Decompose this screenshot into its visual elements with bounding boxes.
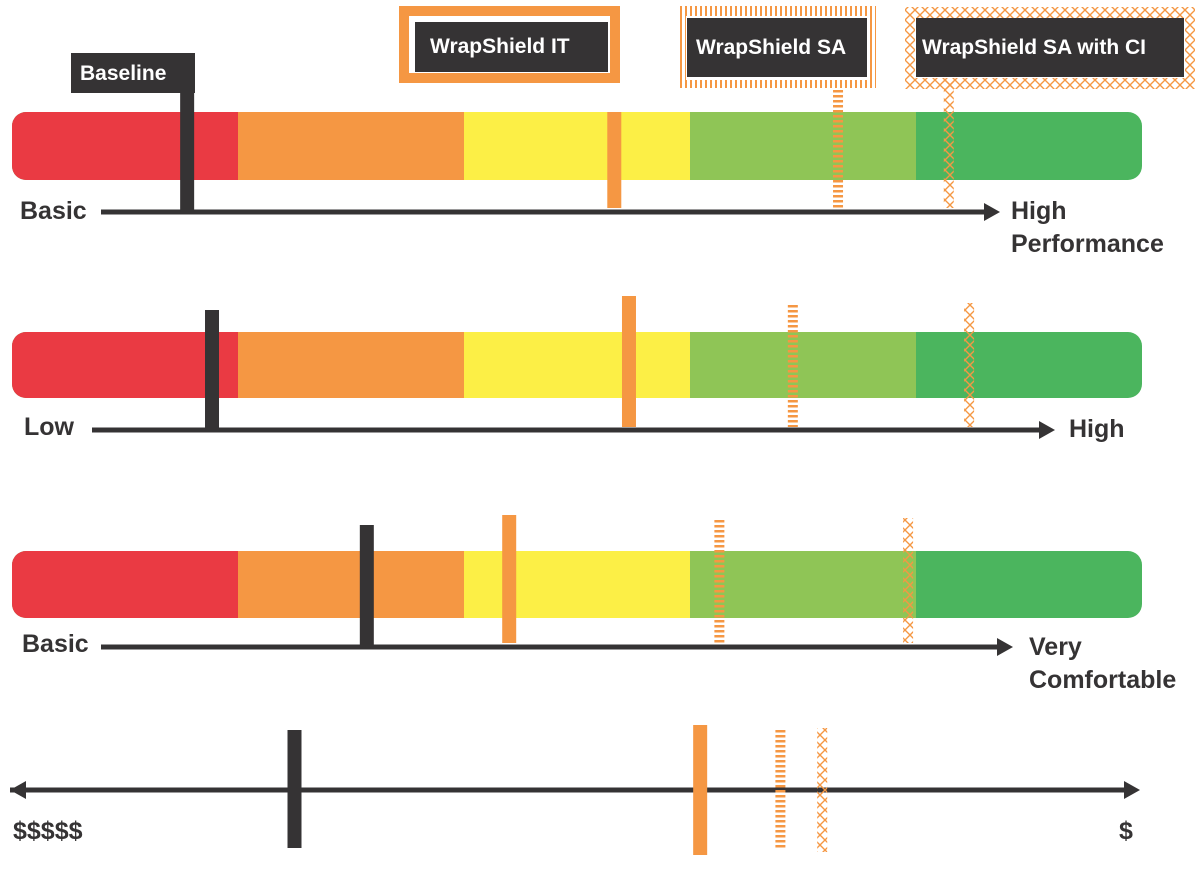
- scale-3-marker-wrapshield-sa: [714, 518, 725, 643]
- scale-1-right-label-line1: High: [1011, 197, 1067, 225]
- scale-3-right-label-line2: Comfortable: [1029, 666, 1177, 694]
- legend-baseline-label: Baseline: [80, 62, 167, 85]
- scale-2-marker-wrapshield-sa: [787, 303, 798, 427]
- scale-3-right-label-line1: Very: [1029, 633, 1082, 661]
- scale-1-segment-light-green: [690, 112, 916, 180]
- scale-2-marker-wrapshield-it: [621, 296, 636, 427]
- scale-1-marker-wrapshield-it: [607, 112, 622, 208]
- scale-1-marker-baseline: [180, 90, 195, 212]
- scale-2-right-label: High: [1069, 415, 1125, 443]
- scale-2-left-label: Low: [24, 413, 74, 441]
- scale-1-marker-wrapshield-sa-ci: [943, 80, 954, 208]
- scale-4-marker-baseline: [287, 730, 302, 848]
- legend-wrapshield-sa-ci-label: WrapShield SA with CI: [922, 36, 1147, 59]
- legend-tag-wrapshield-it: WrapShield IT: [415, 22, 608, 72]
- scale-4-left-label: $$$$$: [13, 817, 83, 845]
- legend-tag-wrapshield-sa-ci: WrapShield SA with CI: [916, 18, 1184, 77]
- scale-4-marker-wrapshield-sa: [775, 728, 786, 850]
- scale-3-segment-orange: [238, 551, 464, 618]
- scale-3-arrow-right: [997, 638, 1013, 656]
- scale-1-segment-red-fill: [32, 112, 238, 180]
- scale-2-segment-red-fill: [32, 332, 238, 398]
- legend-wrapshield-sa-label: WrapShield SA: [696, 36, 847, 59]
- scale-1-segment-yellow: [464, 112, 690, 180]
- legend-tag-wrapshield-sa: WrapShield SA: [687, 18, 867, 77]
- scale-2-segment-yellow: [464, 332, 690, 398]
- scale-3-segment-yellow: [464, 551, 690, 618]
- scale-4-marker-wrapshield-it: [693, 725, 708, 855]
- scale-1-segment-orange: [238, 112, 464, 180]
- scale-1-arrow-right: [984, 203, 1000, 221]
- scale-4-arrow-left: [10, 781, 26, 799]
- scale-2-arrow-right: [1039, 421, 1055, 439]
- scale-1-left-label: Basic: [20, 197, 87, 225]
- scale-3-segment-red-fill: [32, 551, 238, 618]
- scale-2-marker-baseline: [205, 310, 220, 431]
- scale-1-marker-wrapshield-sa: [833, 90, 844, 208]
- scale-3-marker-wrapshield-it: [502, 515, 517, 643]
- scale-1-right-label-line2: Performance: [1011, 230, 1164, 258]
- scales-layer: [10, 80, 1142, 855]
- scale-3-marker-baseline: [359, 525, 374, 647]
- scale-3-left-label: Basic: [22, 630, 89, 658]
- legend-frame-wrapshield-it: [399, 6, 620, 83]
- scale-3-right-label: Very Comfortable: [1029, 631, 1176, 697]
- scale-4-right-label: $: [1119, 817, 1133, 845]
- scale-2-marker-wrapshield-sa-ci: [964, 303, 975, 427]
- scale-3-segment-light-green: [690, 551, 916, 618]
- scale-2-segment-orange: [238, 332, 464, 398]
- scale-4-arrow-right: [1124, 781, 1140, 799]
- legend-wrapshield-it-label: WrapShield IT: [430, 35, 570, 58]
- scale-1-right-label: High Performance: [1011, 195, 1164, 261]
- scale-4-marker-wrapshield-sa-ci: [817, 728, 828, 852]
- legend-tag-baseline: Baseline: [71, 53, 195, 93]
- scale-3-marker-wrapshield-sa-ci: [903, 518, 914, 643]
- scale-2-segment-light-green: [690, 332, 916, 398]
